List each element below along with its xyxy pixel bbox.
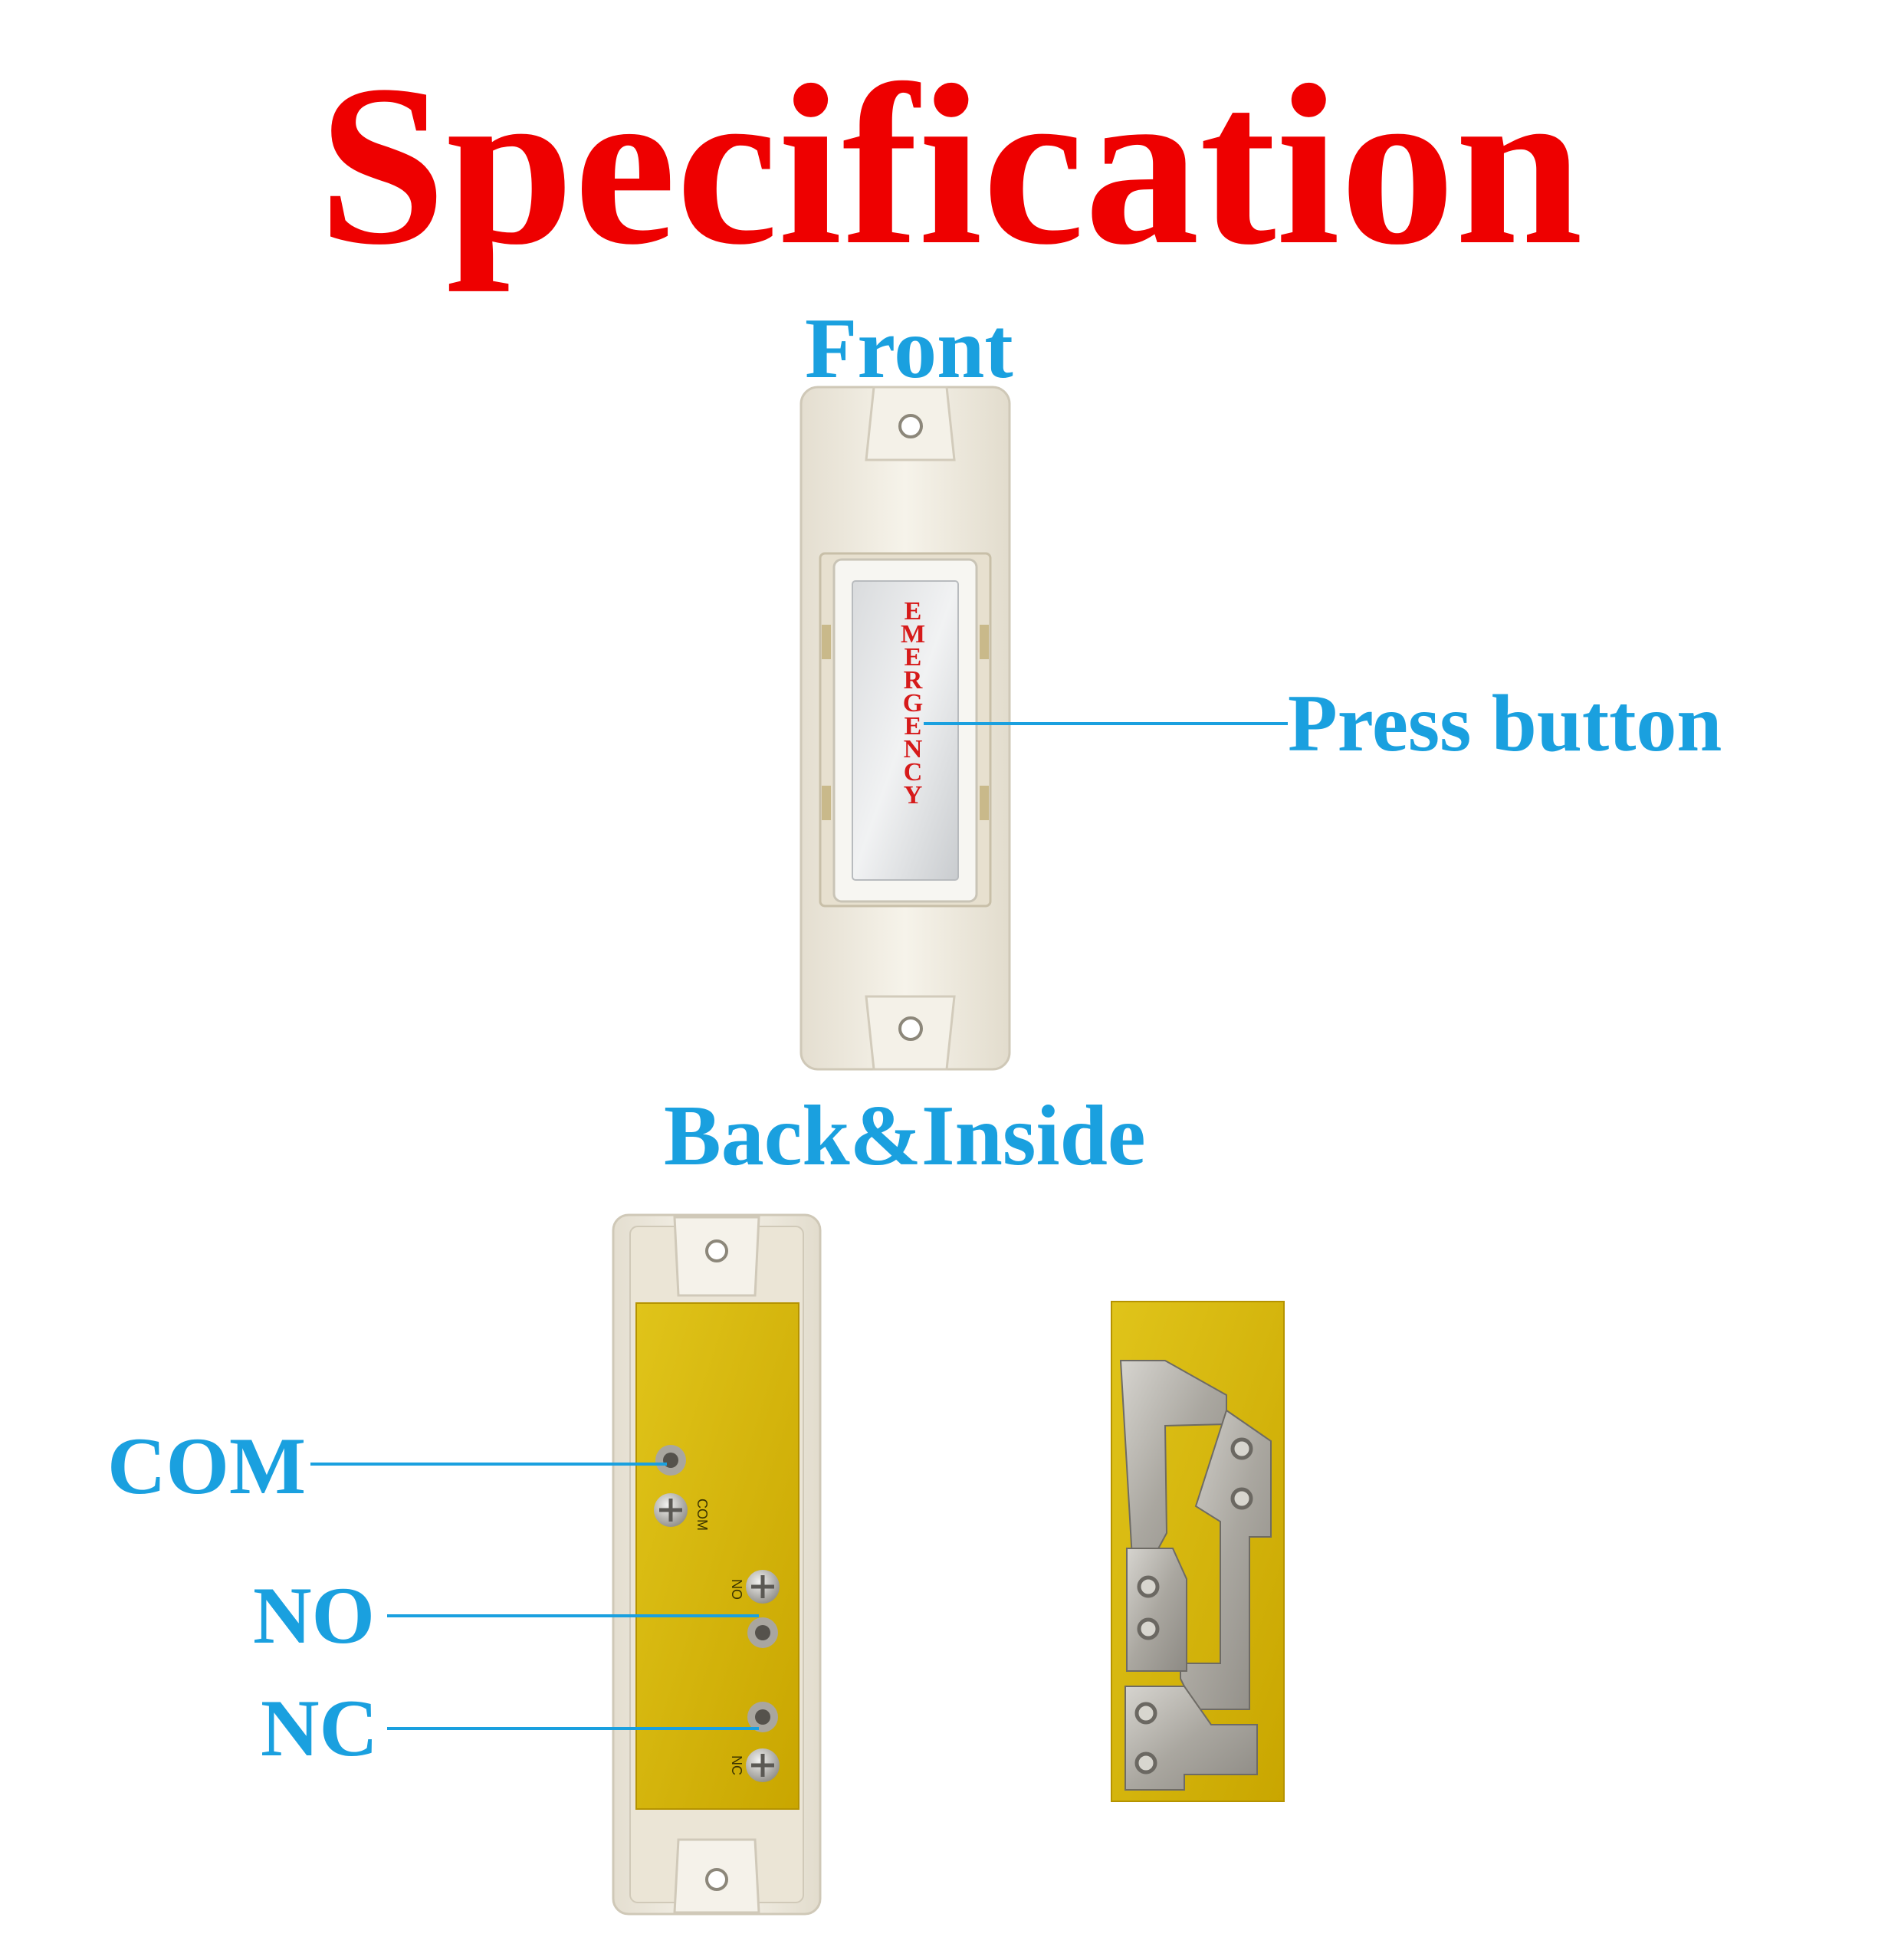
pcb-no-mark: NO: [729, 1579, 744, 1600]
front-heading: Front: [805, 301, 1013, 396]
pcb-board-loose: [1111, 1301, 1285, 1802]
screw-hole-icon: [898, 1016, 923, 1041]
screw-hole-icon: [705, 1868, 728, 1891]
back-inside-heading: Back&Inside: [664, 1088, 1146, 1184]
screw-hole-icon: [705, 1239, 728, 1262]
pcb-com-mark: COM: [694, 1499, 710, 1531]
pcb-board-mounted: COM NO NC: [635, 1302, 799, 1810]
nc-label: NC: [261, 1683, 379, 1773]
com-label: COM: [107, 1421, 307, 1511]
screw-hole-icon: [898, 414, 923, 438]
press-button-label: Press button: [1288, 678, 1722, 768]
no-label: NO: [253, 1571, 375, 1660]
page-title: Specification: [318, 38, 1583, 292]
pcb-nc-mark: NC: [729, 1755, 744, 1775]
